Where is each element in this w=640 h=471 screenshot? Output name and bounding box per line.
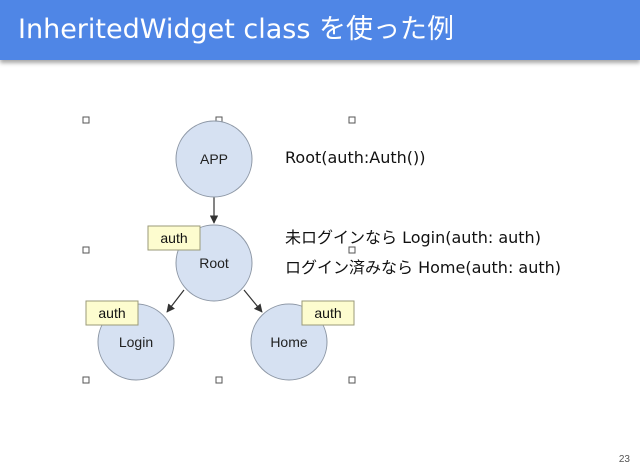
tag-login-auth-label: auth <box>98 305 125 321</box>
tag-root-auth-label: auth <box>160 230 187 246</box>
edge-root-home <box>243 289 263 313</box>
node-app-label: APP <box>200 151 228 167</box>
selection-handle <box>82 376 90 384</box>
note-logged-in: ログイン済みなら Home(auth: auth) <box>285 258 562 277</box>
selection-handle <box>348 246 356 254</box>
selection-handle <box>82 116 90 124</box>
note-not-logged-in: 未ログインなら Login(auth: auth) <box>285 228 541 247</box>
tag-root-auth: auth <box>147 225 201 251</box>
tag-home-auth-label: auth <box>314 305 341 321</box>
page-number: 23 <box>618 454 630 465</box>
note-root-call: Root(auth:Auth()) <box>285 148 426 167</box>
edge-root-login <box>166 289 185 313</box>
selection-handle <box>348 116 356 124</box>
node-login-label: Login <box>119 334 153 350</box>
node-app: APP <box>175 120 253 198</box>
selection-handle <box>215 376 223 384</box>
selection-handle <box>82 246 90 254</box>
node-root-label: Root <box>199 255 229 271</box>
tag-home-auth: auth <box>301 300 355 326</box>
selection-handles <box>82 116 356 384</box>
tag-login-auth: auth <box>85 300 139 326</box>
title-bar: InheritedWidget class を使った例 <box>0 0 640 60</box>
slide-title: InheritedWidget class を使った例 <box>18 14 455 45</box>
selection-handle <box>348 376 356 384</box>
node-home-label: Home <box>270 334 308 350</box>
